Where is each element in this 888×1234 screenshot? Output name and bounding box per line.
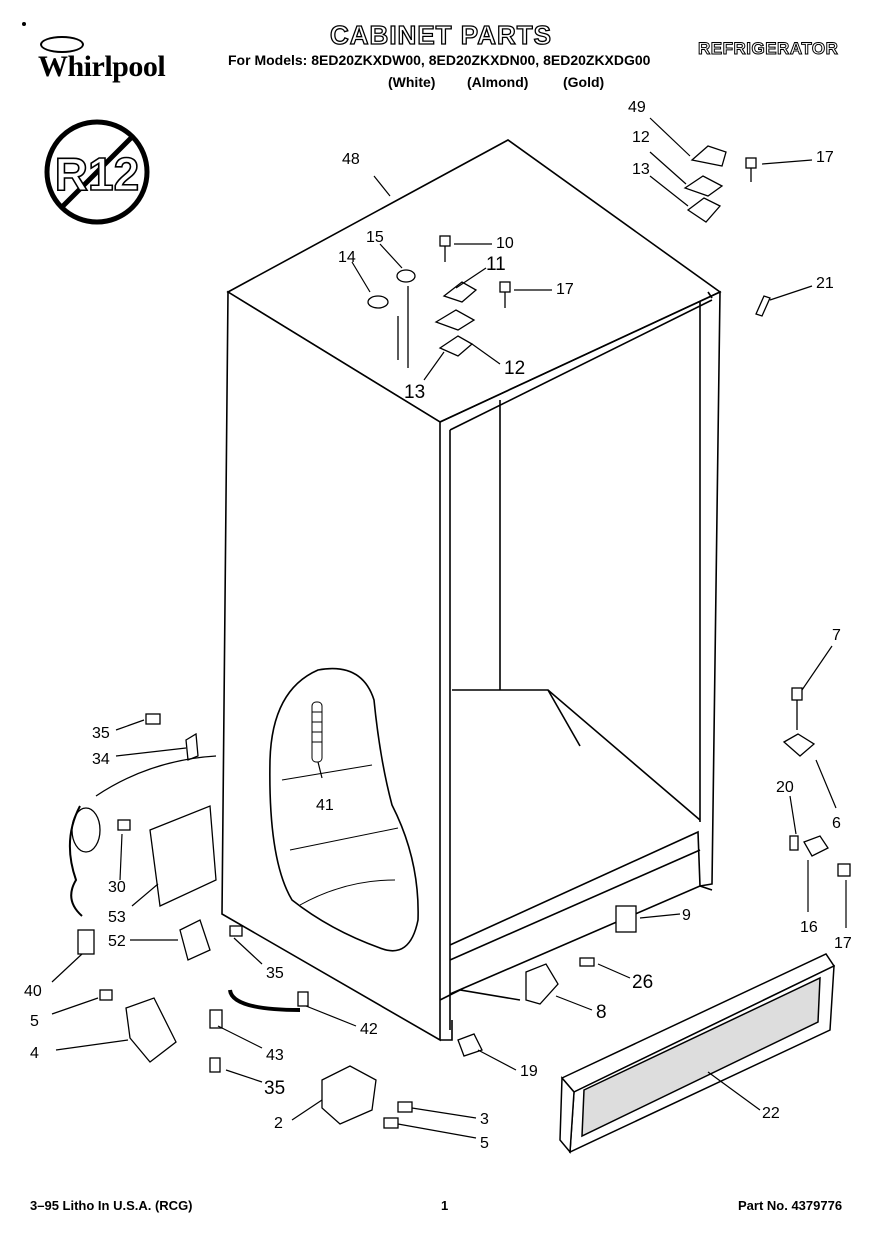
label-43: 43 xyxy=(266,1047,284,1064)
cutaway-detail xyxy=(281,764,399,906)
badge-text: R12 xyxy=(55,148,139,200)
label-13b: 13 xyxy=(404,382,425,403)
label-22: 22 xyxy=(762,1105,780,1122)
color-almond: (Almond) xyxy=(467,74,529,90)
brand-logo: Whirlpool xyxy=(30,36,180,106)
label-2: 2 xyxy=(274,1115,283,1132)
page-title: CABINET PARTS xyxy=(329,19,552,50)
label-14: 14 xyxy=(338,249,356,266)
label-10: 10 xyxy=(496,235,514,252)
label-15: 15 xyxy=(366,229,384,246)
label-6: 6 xyxy=(832,815,841,832)
label-16: 16 xyxy=(800,919,818,936)
label-53: 53 xyxy=(108,909,126,926)
dot-mark xyxy=(22,22,26,26)
label-26: 26 xyxy=(632,972,653,993)
label-20: 20 xyxy=(776,779,794,796)
color-gold: (Gold) xyxy=(563,74,605,90)
hinge-parts-top xyxy=(367,145,771,368)
label-17: 17 xyxy=(816,149,834,166)
part-labels: 48 49 12 13 17 15 14 10 11 17 12 13 21 7… xyxy=(24,99,852,1152)
label-21: 21 xyxy=(816,275,834,292)
part-22-toe-grille xyxy=(559,953,836,1154)
label-5b: 5 xyxy=(480,1135,489,1152)
label-35c: 35 xyxy=(264,1078,285,1099)
label-34: 34 xyxy=(92,751,110,768)
leader-lines xyxy=(51,117,847,1139)
label-35a: 35 xyxy=(92,725,110,742)
part-41-drain-tube xyxy=(311,701,323,763)
label-19: 19 xyxy=(520,1063,538,1080)
label-11: 11 xyxy=(486,254,506,275)
cabinet-shell xyxy=(221,139,722,1042)
label-17c: 17 xyxy=(834,935,852,952)
label-48: 48 xyxy=(342,151,360,168)
footer-page-number: 1 xyxy=(441,1198,449,1213)
label-4: 4 xyxy=(30,1045,39,1062)
label-40: 40 xyxy=(24,983,42,1000)
footer-part-number: Part No. 4379776 xyxy=(738,1198,843,1213)
label-17b: 17 xyxy=(556,281,574,298)
label-9: 9 xyxy=(682,907,691,924)
label-5a: 5 xyxy=(30,1013,39,1030)
label-35b: 35 xyxy=(266,965,284,982)
hinge-parts-bottom xyxy=(457,687,851,1057)
label-42: 42 xyxy=(360,1021,378,1038)
footer-litho: 3–95 Litho In U.S.A. (RCG) xyxy=(30,1198,193,1213)
whirlpool-swoosh-icon xyxy=(40,36,84,53)
label-7: 7 xyxy=(832,627,841,644)
label-52: 52 xyxy=(108,933,126,950)
models-line: For Models: 8ED20ZKXDW00, 8ED20ZKXDN00, … xyxy=(228,52,651,68)
no-r12-icon: R12 xyxy=(44,119,150,225)
label-30: 30 xyxy=(108,879,126,896)
label-41: 41 xyxy=(316,797,334,814)
label-3: 3 xyxy=(480,1111,489,1128)
label-12: 12 xyxy=(632,129,650,146)
category-label: REFRIGERATOR xyxy=(697,39,839,59)
label-49: 49 xyxy=(628,99,646,116)
brand-logo-text: Whirlpool xyxy=(38,50,166,83)
left-side-parts xyxy=(68,713,413,1129)
label-8: 8 xyxy=(596,1002,607,1023)
label-12b: 12 xyxy=(504,358,525,379)
label-13: 13 xyxy=(632,161,650,178)
color-white: (White) xyxy=(388,74,436,90)
